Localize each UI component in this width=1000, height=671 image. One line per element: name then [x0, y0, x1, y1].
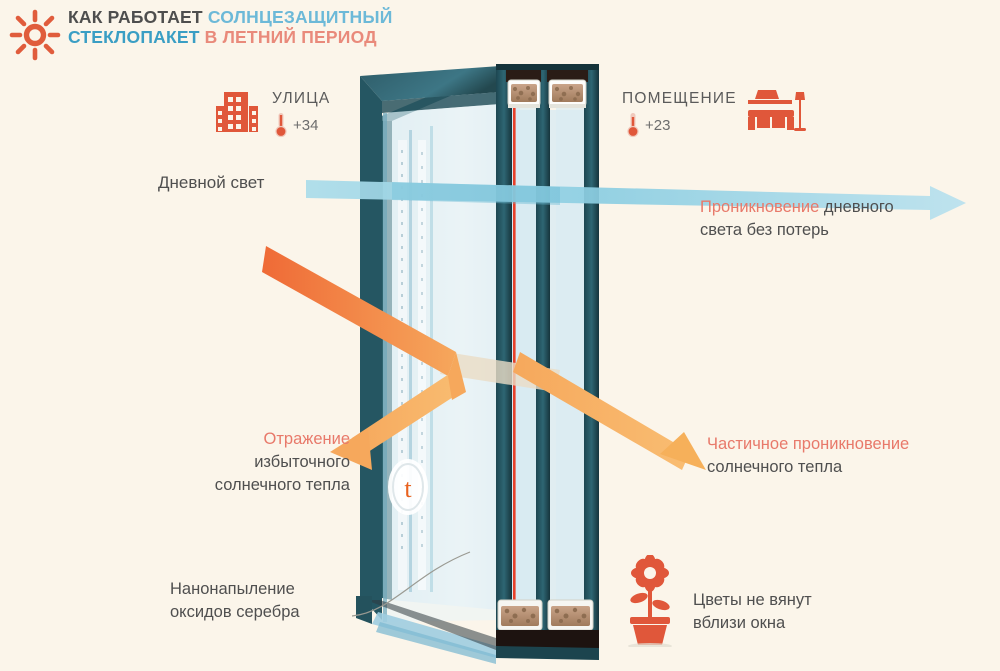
title-line-2: СТЕКЛОПАКЕТ В ЛЕТНИЙ ПЕРИОД [68, 26, 548, 48]
daylight-result-highlight: Проникновение [700, 198, 820, 216]
spacer-top-2 [547, 68, 588, 108]
unit-bottom [356, 596, 599, 664]
flower-pot-icon [628, 555, 672, 647]
title-part-steklopaket: СТЕКЛОПАКЕТ [68, 26, 205, 47]
coating-badge-glyph: t [404, 474, 412, 503]
thermometer-icon [275, 113, 287, 138]
reflection-line3: солнечного тепла [214, 475, 350, 494]
daylight-result-label: Проникновение дневного света без потерь [700, 196, 990, 242]
solar-beam-attenuated [440, 352, 560, 392]
partial-transmission-label: Частичное проникновение солнечного тепла [707, 433, 997, 479]
sofa-icon [748, 90, 794, 130]
spacer-top-1 [506, 68, 541, 108]
flowers-label: Цветы не вянут вблизи окна [693, 589, 812, 635]
inside-temperature: +23 [626, 112, 670, 138]
building-icon [216, 92, 258, 132]
outside-temperature: +34 [274, 112, 318, 138]
coating-badge: t [388, 459, 428, 515]
inside-label: ПОМЕЩЕНИЕ [622, 90, 737, 107]
coating-label: Нанонапыление оксидов серебра [170, 578, 300, 624]
reflection-line2: избыточного [254, 452, 350, 471]
coating-line2: оксидов серебра [170, 602, 300, 621]
floor-lamp-icon [794, 92, 806, 131]
daylight-result-rest: дневного [819, 198, 894, 216]
title-line-1: КАК РАБОТАЕТ СОЛНЦЕЗАЩИТНЫЙ [68, 7, 548, 28]
frame-outer-left [360, 66, 500, 620]
daylight-label: Дневной свет [158, 173, 265, 192]
reflection-label: Отражение избыточного солнечного тепла [60, 428, 350, 496]
outside-temp-value: +34 [293, 116, 319, 134]
title-part-v-letniy-period: В ЛЕТНИЙ ПЕРИОД [204, 26, 377, 47]
daylight-beam [306, 180, 966, 220]
page-title: КАК РАБОТАЕТ СОЛНЦЕЗАЩИТНЫЙ СТЕКЛОПАКЕТ … [68, 7, 548, 48]
flowers-line2: вблизи окна [693, 613, 786, 632]
inside-temp-value: +23 [645, 116, 671, 134]
thermometer-icon [627, 113, 639, 138]
sun-icon [9, 9, 61, 61]
header: КАК РАБОТАЕТ СОЛНЦЕЗАЩИТНЫЙ СТЕКЛОПАКЕТ … [0, 0, 560, 66]
reflection-highlight: Отражение [263, 430, 350, 448]
partial-highlight: Частичное проникновение [707, 435, 910, 453]
outside-label: УЛИЦА [272, 90, 331, 107]
reflection-arrow [262, 246, 466, 470]
coating-leader-line [351, 551, 471, 617]
title-part-solnцezashchitnyy: СОЛНЦЕЗАЩИТНЫЙ [207, 7, 393, 27]
glass-pane-edges [496, 64, 599, 654]
partial-transmission-arrow [513, 352, 706, 470]
daylight-result-line2: света без потерь [700, 220, 829, 239]
coating-line1: Нанонапыление [170, 580, 295, 598]
partial-line2: солнечного тепла [707, 457, 843, 476]
title-part-kak-rabotaet: КАК РАБОТАЕТ [68, 7, 208, 27]
flowers-line1: Цветы не вянут [693, 591, 812, 609]
